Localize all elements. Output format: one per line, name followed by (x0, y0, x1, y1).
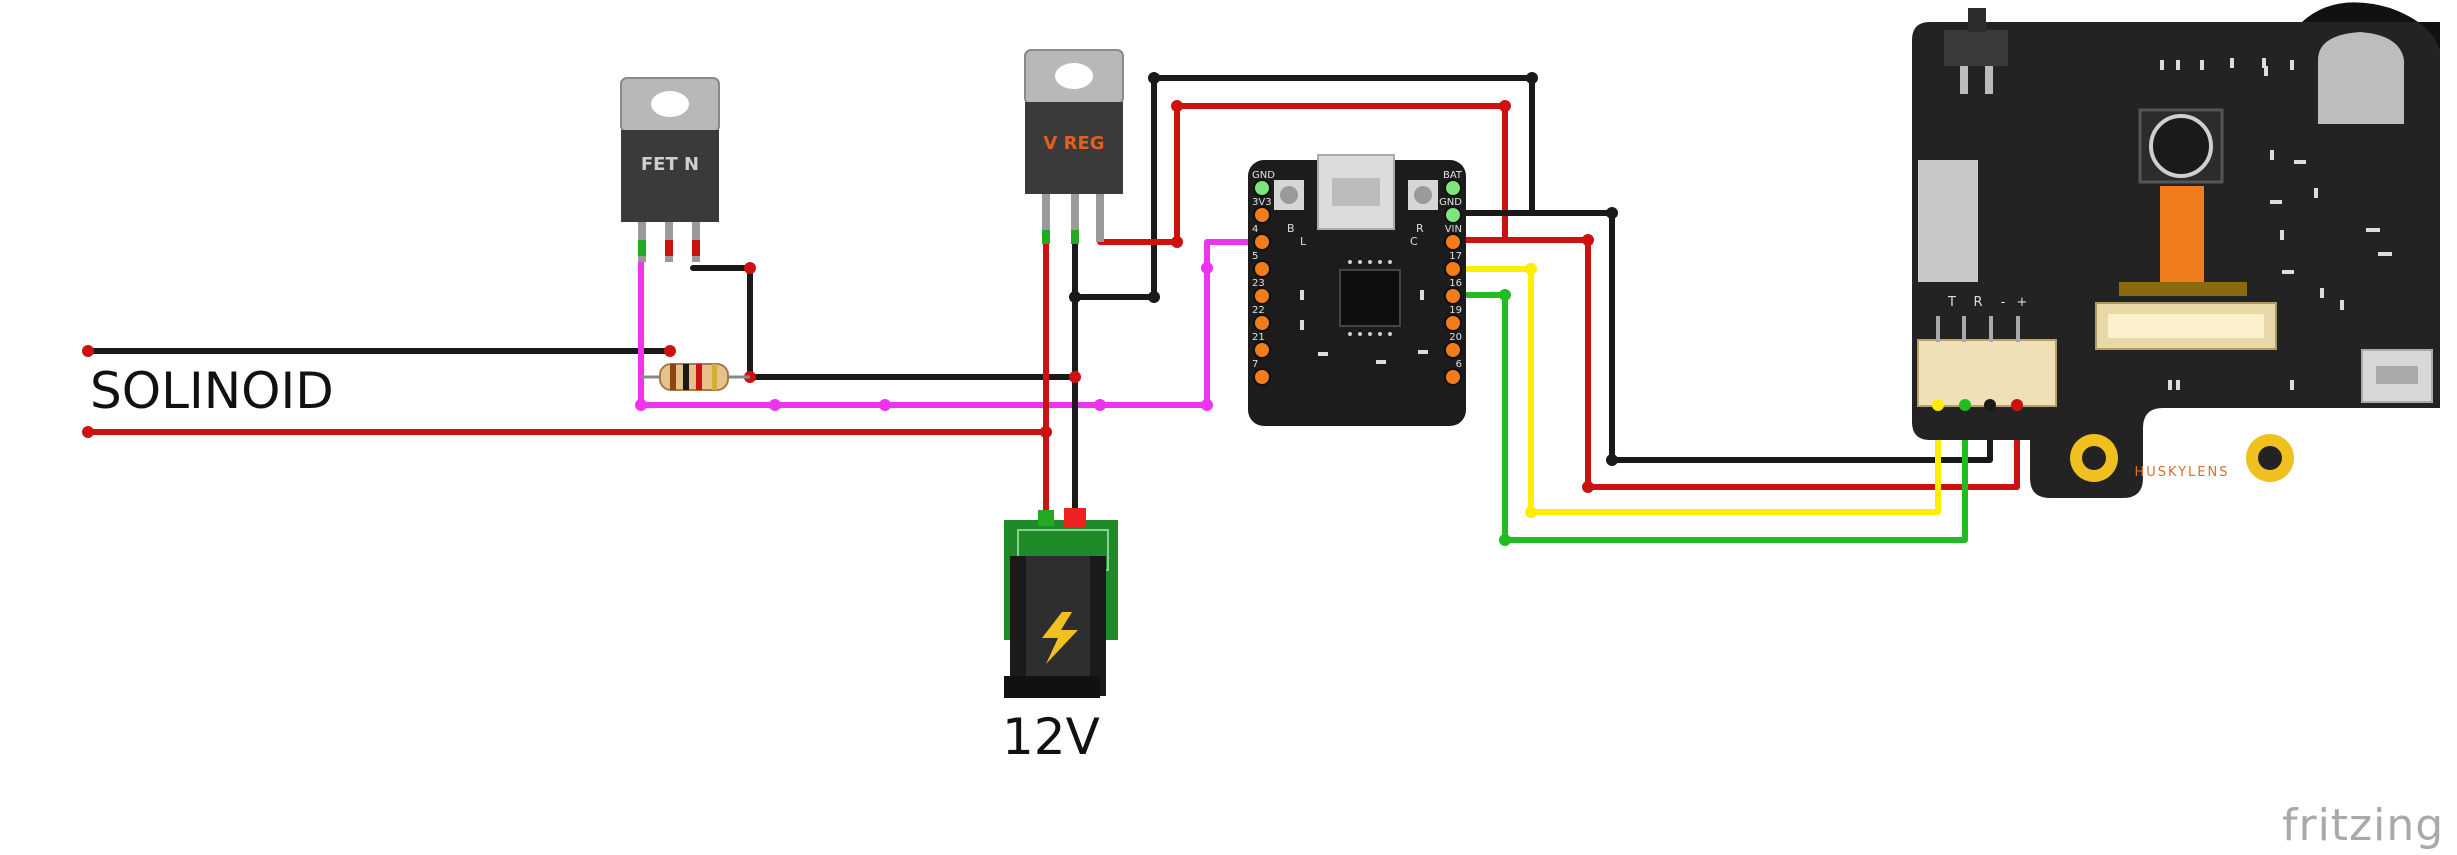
voltage-regulator: V REG (1024, 49, 1124, 244)
mcu-pin-left-2 (1253, 233, 1271, 251)
mcu-right-pins: BAT GND VIN 17 16 19 20 6 (1439, 170, 1463, 386)
mcu-pin-right-7 (1444, 368, 1462, 386)
camera-header-pins (1932, 399, 2023, 411)
mcu-pin-label-left-5: 22 (1252, 305, 1265, 316)
camera-smd-parts (2160, 58, 2392, 390)
mcu-pin-label-right-6: 20 (1449, 332, 1462, 343)
mcu-pin-label-left-6: 21 (1252, 332, 1265, 343)
mcu-pin-left-7 (1253, 368, 1271, 386)
mcu-pin-label-right-0: BAT (1443, 170, 1463, 181)
mcu-pin-right-4 (1444, 287, 1462, 305)
resistor (641, 363, 750, 391)
wire-junctions (82, 72, 1618, 546)
uart-pin-t: T (1947, 295, 1956, 310)
lightning-icon (1042, 612, 1078, 664)
huskylens-camera: T R - + HUSKYLENS (1912, 2, 2440, 498)
mcu-pin-label-left-7: 7 (1252, 359, 1258, 370)
mcu-mark-l: L (1300, 235, 1307, 248)
vreg-marking: V REG (1043, 133, 1104, 154)
mcu-pin-right-6 (1444, 341, 1462, 359)
wires (82, 72, 2020, 546)
mcu-pin-label-right-2: VIN (1445, 224, 1462, 235)
mcu-pin-left-3 (1253, 260, 1271, 278)
dc-power-jack (1004, 508, 1118, 698)
power-label: 12V (1002, 708, 1100, 766)
mcu-pin-label-left-0: GND (1252, 170, 1275, 181)
uart-pin-r: R (1973, 295, 1982, 310)
mcu-pin-left-5 (1253, 314, 1271, 332)
mcu-pin-label-right-4: 16 (1449, 278, 1462, 289)
camera-brand: HUSKYLENS (2135, 465, 2230, 480)
mcu-pin-right-1 (1444, 206, 1462, 224)
mcu-pin-label-left-2: 4 (1252, 224, 1258, 235)
wire-tx-yellow (1450, 266, 1941, 515)
mcu-pin-label-right-5: 19 (1449, 305, 1462, 316)
mcu-mark-b: B (1287, 222, 1295, 235)
mcu-mark-r: R (1416, 222, 1424, 235)
wire-solenoid-red (85, 429, 1049, 518)
mcu-pin-label-left-3: 5 (1252, 251, 1258, 262)
mcu-left-pins: GND 3V3 4 5 23 22 21 7 (1252, 170, 1275, 386)
uart-pin-plus: + (2017, 295, 2028, 310)
mcu-pin-label-right-1: GND (1439, 197, 1462, 208)
microcontroller-board: B L R C GND 3V3 4 5 23 22 21 7 BAT GND VIN 17 16 19 2… (1248, 154, 1466, 426)
wire-fet-source-gnd (690, 265, 1078, 380)
fritzing-watermark: fritzing (2282, 800, 2445, 851)
mcu-pin-right-5 (1444, 314, 1462, 332)
mcu-pin-label-left-4: 23 (1252, 278, 1265, 289)
mcu-pin-label-right-7: 6 (1456, 359, 1462, 370)
mcu-pin-right-3 (1444, 260, 1462, 278)
fet-marking: FET N (641, 154, 699, 175)
mcu-pin-left-4 (1253, 287, 1271, 305)
mcu-pin-label-right-3: 17 (1449, 251, 1462, 262)
mcu-pin-left-0 (1253, 179, 1271, 197)
mcu-pin-left-1 (1253, 206, 1271, 224)
mcu-pin-left-6 (1253, 341, 1271, 359)
solenoid-label: SOLINOID (90, 362, 334, 420)
mcu-pin-right-0 (1444, 179, 1462, 197)
fet-transistor: FET N (620, 77, 720, 262)
mcu-mark-c: C (1410, 235, 1418, 248)
mcu-pin-right-2 (1444, 233, 1462, 251)
uart-pin-minus: - (2001, 295, 2006, 310)
mcu-pin-label-left-1: 3V3 (1252, 197, 1272, 208)
